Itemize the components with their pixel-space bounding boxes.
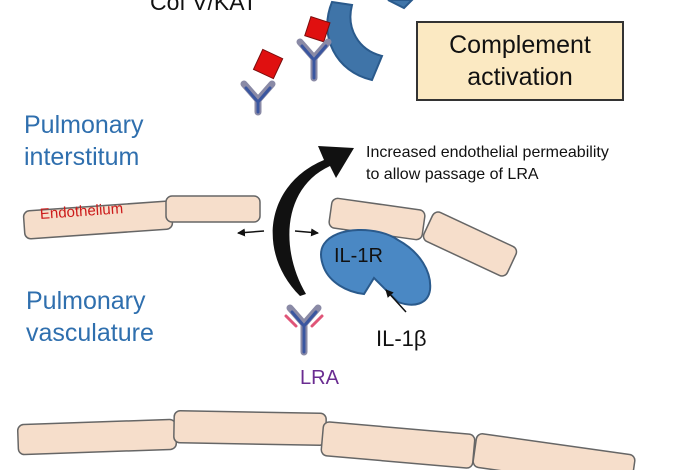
complement-c-shape-icon — [326, 0, 414, 82]
il1-receptor-icon — [320, 229, 432, 306]
gap-arrow-right — [294, 228, 319, 237]
interstitum-label-line2: interstitum — [24, 143, 140, 171]
complement-line1: Complement — [449, 31, 591, 59]
antibody-icon — [240, 48, 284, 116]
top-cut-label: Cof V/KAT — [150, 0, 257, 15]
vasculature-label-line2: vasculature — [26, 319, 154, 347]
interstitum-label-line1: Pulmonary — [24, 111, 144, 139]
complement-activation-box: Complement activation — [416, 21, 624, 101]
antibody-icon — [284, 304, 324, 356]
permeability-note-line2: to allow passage of LRA — [366, 166, 539, 183]
endothelium-lower — [16, 410, 636, 470]
antibody-icon — [296, 15, 332, 82]
permeability-note-line1: Increased endothelial permeability — [366, 144, 609, 161]
endothelial-cell — [472, 433, 636, 470]
endothelial-cell — [16, 418, 178, 456]
endothelial-cell — [320, 421, 476, 469]
il1r-label: IL-1R — [334, 245, 383, 267]
antigen-square-icon — [252, 48, 284, 80]
vasculature-label-line1: Pulmonary — [26, 287, 146, 315]
curved-arrow-icon — [272, 146, 354, 296]
complement-line2: activation — [467, 63, 573, 91]
il1b-arrow — [385, 289, 407, 313]
endothelium-upper — [22, 195, 518, 277]
endothelial-cell — [173, 410, 327, 446]
lra-label: LRA — [300, 367, 339, 389]
antigen-square-icon — [304, 15, 331, 43]
endothelial-cell — [165, 195, 261, 223]
il1b-label: IL-1β — [376, 326, 427, 351]
gap-arrow-left — [237, 228, 265, 237]
endothelial-cell — [422, 211, 518, 277]
